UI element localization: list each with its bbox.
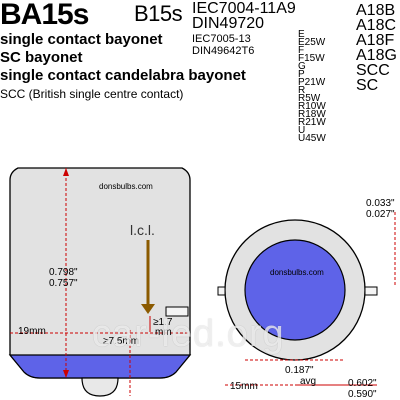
bulb-code: R21W — [298, 117, 326, 128]
right-code: A18B — [356, 2, 396, 19]
outer-max-label: 0.602" — [348, 378, 377, 389]
din-standard: DIN49720 — [192, 15, 265, 32]
diameter-label: 19mm — [18, 326, 46, 337]
height-arrow-bottom — [63, 370, 69, 378]
right-code: A18F — [356, 32, 395, 49]
lcl-arrow-head — [141, 304, 155, 314]
height-min-label: 0.757" — [49, 278, 78, 289]
left-pin — [217, 286, 226, 296]
bulb-code-list: E E25W F F15W G P P21W R R5W R10W R18W R… — [298, 29, 332, 144]
din-ref: DIN49642T6 — [192, 45, 255, 57]
bulb-code: P — [298, 69, 305, 80]
desc-line-2: SC bayonet — [0, 49, 83, 66]
right-code: A18C — [356, 17, 397, 34]
right-code-list: A18B A18C A18F A18G SCC SC — [356, 2, 397, 94]
bulb-code: G — [298, 61, 306, 72]
site-watermark: car-led.org — [92, 313, 285, 355]
bulb-code: U — [298, 125, 306, 136]
iec-standard: IEC7004-11A9 — [192, 0, 296, 17]
bulb-code: R10W — [298, 101, 326, 112]
iec-ref: IEC7005-13 — [192, 33, 251, 45]
bayonet-pin — [165, 306, 189, 317]
lcl-dist-b: mm — [155, 327, 172, 338]
base-type-title: BA15s — [0, 0, 89, 31]
bulb-code: F — [298, 45, 305, 56]
alt-code: B15s — [134, 1, 183, 26]
bulb-code: F15W — [298, 53, 325, 64]
contact-dim-label: 0.187" — [285, 365, 314, 376]
contact-dim-note: avg — [300, 376, 317, 387]
scc-note: SCC (British single centre contact) — [0, 87, 184, 101]
bulb-code: E — [298, 29, 305, 40]
lcl-dist-a: ≥1.7 — [153, 317, 173, 328]
bulb-code: R18W — [298, 109, 326, 120]
outer-min-label: 0.590" — [348, 389, 377, 400]
bottom-view — [217, 212, 396, 386]
solder-contact — [81, 377, 119, 397]
contact-band — [8, 354, 192, 379]
right-code: A18G — [356, 47, 397, 64]
lcl-label: l.c.l. — [130, 222, 155, 238]
bulb-code: R — [298, 85, 306, 96]
pin-min-label: 0.027" — [366, 209, 395, 220]
height-arrow-top — [63, 168, 69, 176]
bulb-code: E25W — [298, 37, 326, 48]
pin-max-label: 0.033" — [366, 198, 395, 209]
width-label-bottom: 15mm — [230, 381, 258, 392]
bulb-code: P21W — [298, 77, 326, 88]
desc-line-1: single contact bayonet — [0, 31, 163, 48]
right-code: SC — [356, 77, 379, 94]
desc-line-3: single contact candelabra bayonet — [0, 67, 246, 84]
center-contact — [244, 239, 346, 341]
height-max-label: 0.798" — [49, 267, 78, 278]
right-pin — [364, 286, 378, 296]
side-view — [8, 167, 192, 397]
bottom-view-watermark: donsbulbs.com — [270, 268, 324, 277]
right-code: SCC — [356, 62, 390, 79]
side-view-watermark: donsbulbs.com — [99, 182, 153, 191]
bulb-code: R5W — [298, 93, 321, 104]
bulb-code: U45W — [298, 133, 326, 144]
approx-label: ≥7.5mm — [103, 336, 140, 347]
